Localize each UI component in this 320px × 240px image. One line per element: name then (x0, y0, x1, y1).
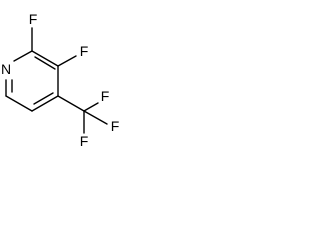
background (0, 0, 154, 178)
atom-label-cf3-fluorine-top: F (101, 88, 110, 104)
bond-n1-c2 (13, 50, 33, 62)
bond-c4-c5 (31, 95, 59, 112)
atom-label-cf3-fluorine-right: F (111, 118, 120, 134)
atom-label-nitrogen: N (1, 61, 11, 77)
bond-cf3-f-right (83, 110, 108, 125)
bond-c3-f (57, 55, 77, 67)
bond-c2-c3-inner (34, 56, 56, 70)
structure-diagram: N F F F F F (0, 0, 154, 178)
bond-c5-c6 (5, 95, 33, 112)
bond-c4-cf3 (57, 95, 85, 112)
bond-c2-c3 (31, 50, 59, 67)
atom-label-fluorine-c2: F (29, 11, 38, 27)
bond-cf3-f-top (83, 102, 99, 112)
atom-label-cf3-fluorine-bottom: F (80, 133, 89, 149)
bond-c4-c5-inner (33, 92, 54, 105)
atom-label-fluorine-c3: F (80, 43, 89, 59)
